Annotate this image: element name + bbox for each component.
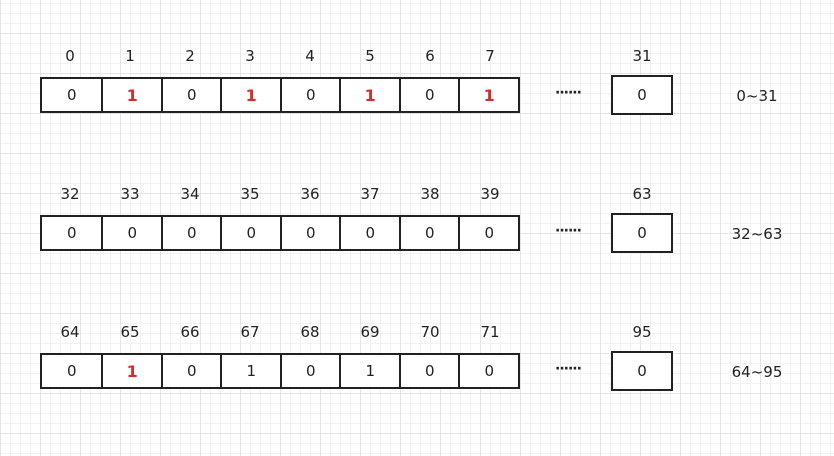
bit-cell: 0 — [398, 355, 459, 387]
bit-cell: 0 — [398, 217, 459, 249]
range-label: 0~31 — [736, 87, 778, 105]
bit-index-label: 67 — [240, 323, 260, 341]
bit-index-label: 1 — [125, 47, 135, 65]
bit-cell: 0 — [279, 355, 340, 387]
bit-cell: 0 — [101, 217, 161, 249]
bit-index-label: 4 — [305, 47, 315, 65]
bit-cell-set: 1 — [101, 355, 161, 387]
bit-cell-set: 1 — [220, 79, 280, 111]
bit-cell: 0 — [42, 79, 102, 111]
bit-index-label: 33 — [120, 185, 140, 203]
bit-cell: 0 — [160, 355, 221, 387]
bit-cell: 1 — [339, 355, 399, 387]
bit-cell-set: 1 — [101, 79, 161, 111]
range-label: 32~63 — [731, 225, 783, 243]
bit-index-label: 35 — [240, 185, 260, 203]
ellipsis: ······ — [555, 223, 582, 239]
bit-index-label: 38 — [420, 185, 440, 203]
last-bit-cell: 0 — [611, 75, 673, 115]
bit-index-label: 37 — [360, 185, 380, 203]
bit-index-label: 71 — [480, 323, 500, 341]
bit-cell: 0 — [458, 355, 518, 387]
range-label: 64~95 — [731, 363, 783, 381]
bit-cell-set: 1 — [458, 79, 518, 111]
bit-cell: 0 — [458, 217, 518, 249]
bit-cell: 0 — [160, 79, 221, 111]
bit-index-label: 7 — [485, 47, 495, 65]
last-bit-cell: 0 — [611, 351, 673, 391]
bit-cell: 0 — [160, 217, 221, 249]
bit-cell: 0 — [279, 79, 340, 111]
bit-index-label: 32 — [60, 185, 80, 203]
bit-index-label: 6 — [425, 47, 435, 65]
bit-index-label: 5 — [365, 47, 375, 65]
bit-index-label: 36 — [300, 185, 320, 203]
bit-cell: 0 — [398, 79, 459, 111]
bit-index-label: 0 — [65, 47, 75, 65]
last-bit-index-label: 95 — [632, 323, 652, 341]
bit-index-label: 39 — [480, 185, 500, 203]
bit-index-label: 66 — [180, 323, 200, 341]
bit-index-label: 2 — [185, 47, 195, 65]
ellipsis: ······ — [555, 361, 582, 377]
bit-index-label: 65 — [120, 323, 140, 341]
bit-cell: 0 — [42, 355, 102, 387]
bit-index-label: 68 — [300, 323, 320, 341]
last-bit-index-label: 31 — [632, 47, 652, 65]
bit-index-label: 3 — [245, 47, 255, 65]
bit-cell-set: 1 — [339, 79, 399, 111]
bit-index-label: 70 — [420, 323, 440, 341]
bit-index-label: 69 — [360, 323, 380, 341]
bit-cell: 0 — [42, 217, 102, 249]
bit-cell: 1 — [220, 355, 280, 387]
last-bit-cell: 0 — [611, 213, 673, 253]
last-bit-index-label: 63 — [632, 185, 652, 203]
bit-cell: 0 — [279, 217, 340, 249]
bit-cell: 0 — [339, 217, 399, 249]
ellipsis: ······ — [555, 85, 582, 101]
bit-cell: 0 — [220, 217, 280, 249]
bit-index-label: 64 — [60, 323, 80, 341]
bit-index-label: 34 — [180, 185, 200, 203]
